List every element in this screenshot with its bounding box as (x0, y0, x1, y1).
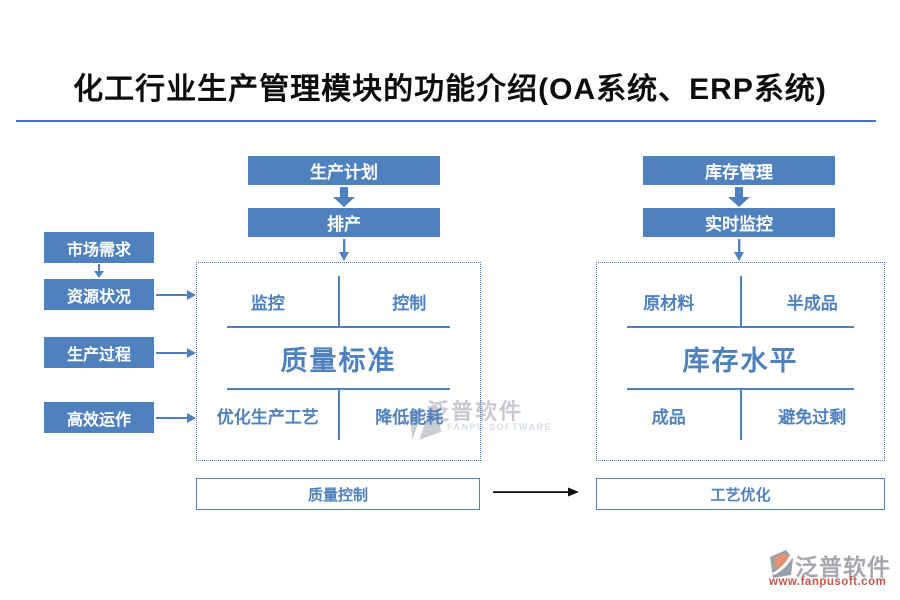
left-flow-box-efficient-operation: 高效运作 (44, 402, 154, 433)
panel-divider (227, 388, 450, 390)
footer-brand: 泛普软件 www.fanpusoft.com (767, 548, 893, 592)
arrow-right-icon (156, 348, 196, 358)
thick-arrow-down-icon (333, 187, 355, 207)
arrow-right-icon (156, 413, 196, 423)
left-flow-box-market-demand: 市场需求 (44, 232, 154, 263)
panel-divider (337, 390, 340, 440)
production-step-scheduling: 排产 (248, 208, 440, 237)
arrow-down-icon (94, 264, 104, 278)
summary-box-quality-control: 质量控制 (196, 478, 480, 510)
production-step-plan: 生产计划 (248, 156, 440, 185)
left-flow-box-resource-status: 资源状况 (44, 279, 154, 310)
inventory-cell-finished: 成品 (651, 408, 686, 427)
quality-panel: 监控 控制 质量标准 优化生产工艺 降低能耗 (196, 262, 481, 461)
panel-divider (627, 388, 854, 390)
inventory-cell-avoid-surplus: 避免过剩 (778, 408, 847, 427)
panel-divider (627, 326, 854, 328)
thick-arrow-down-icon (728, 187, 750, 207)
footer-brand-name: 泛普软件 (795, 554, 891, 580)
fanpu-logo-icon (770, 550, 793, 578)
footer-url: www.fanpusoft.com (769, 576, 887, 588)
arrow-right-icon (156, 290, 196, 300)
inventory-step-management: 库存管理 (643, 156, 835, 185)
inventory-step-realtime-monitoring: 实时监控 (643, 208, 835, 237)
page-title: 化工行业生产管理模块的功能介绍(OA系统、ERP系统) (73, 73, 827, 106)
arrow-down-icon (734, 239, 744, 261)
quality-cell-reduce-energy: 降低能耗 (375, 408, 444, 427)
arrow-right-icon (493, 487, 579, 497)
panel-divider (739, 276, 742, 327)
inventory-panel-title: 库存水平 (682, 345, 799, 376)
inventory-cell-semifinished: 半成品 (786, 294, 838, 313)
panel-divider (227, 326, 450, 328)
inventory-panel: 原材料 半成品 库存水平 成品 避免过剩 (596, 262, 885, 461)
panel-divider (739, 390, 742, 440)
quality-cell-optimize-process: 优化生产工艺 (216, 408, 319, 427)
quality-cell-monitoring: 监控 (250, 294, 285, 313)
panel-divider (337, 276, 340, 327)
quality-panel-title: 质量标准 (280, 345, 397, 376)
arrow-down-icon (339, 239, 349, 261)
summary-box-process-optimization: 工艺优化 (596, 478, 885, 510)
title-divider (16, 120, 876, 122)
left-flow-box-production-process: 生产过程 (44, 337, 154, 368)
quality-cell-control: 控制 (392, 294, 427, 313)
inventory-cell-raw-materials: 原材料 (643, 294, 695, 313)
